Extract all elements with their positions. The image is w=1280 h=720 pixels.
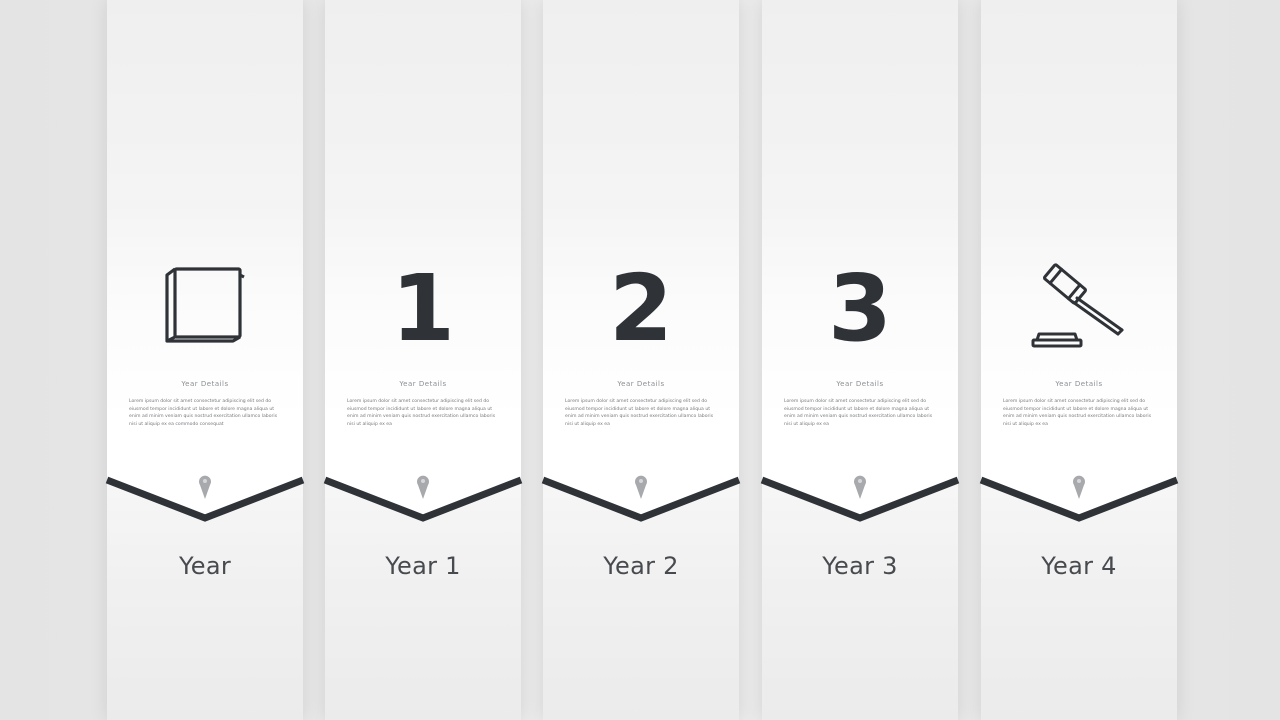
chevron-divider	[105, 476, 305, 522]
step-visual: 1	[325, 250, 521, 360]
year-label: Year 4	[1041, 552, 1117, 580]
column-upper-panel	[543, 0, 739, 522]
year-label: Year	[178, 552, 231, 580]
step-heading: Year Details	[836, 380, 884, 388]
pin-icon	[199, 475, 211, 499]
step-heading: Year Details	[399, 380, 447, 388]
chevron-divider	[760, 476, 960, 522]
pin-icon	[854, 475, 866, 499]
year-label: Year 2	[603, 552, 679, 580]
year-label: Year 1	[385, 552, 461, 580]
column-upper-panel	[981, 0, 1177, 522]
chevron-divider	[541, 476, 741, 522]
book-icon	[165, 267, 245, 343]
step-description: Lorem ipsum dolor sit amet consectetur a…	[347, 399, 496, 427]
pin-icon	[635, 475, 647, 499]
step-number: 2	[608, 255, 673, 362]
timeline-column: Year Details Lorem ipsum dolor sit amet …	[105, 0, 305, 720]
step-description: Lorem ipsum dolor sit amet consectetur a…	[565, 399, 714, 427]
timeline-column: 3 Year Details Lorem ipsum dolor sit ame…	[760, 0, 960, 720]
step-heading: Year Details	[181, 380, 229, 388]
timeline-column: 2 Year Details Lorem ipsum dolor sit ame…	[541, 0, 741, 720]
pin-icon	[1073, 475, 1085, 499]
timeline-column: Year Details Lorem ipsum dolor sit amet …	[979, 0, 1179, 720]
step-description: Lorem ipsum dolor sit amet consectetur a…	[1003, 399, 1152, 427]
column-upper-panel	[325, 0, 521, 522]
year-label: Year 3	[822, 552, 898, 580]
step-visual: 3	[762, 250, 958, 360]
gavel-icon	[1031, 263, 1124, 348]
step-heading: Year Details	[617, 380, 665, 388]
step-visual	[107, 250, 303, 360]
step-heading: Year Details	[1055, 380, 1103, 388]
step-visual	[981, 250, 1177, 360]
step-number: 1	[390, 255, 455, 362]
step-description: Lorem ipsum dolor sit amet consectetur a…	[129, 399, 278, 427]
column-upper-panel	[107, 0, 303, 522]
chevron-divider	[979, 476, 1179, 522]
timeline-column: 1 Year Details Lorem ipsum dolor sit ame…	[323, 0, 523, 720]
chevron-divider	[323, 476, 523, 522]
pin-icon	[417, 475, 429, 499]
step-number: 3	[827, 255, 892, 362]
column-upper-panel	[762, 0, 958, 522]
step-description: Lorem ipsum dolor sit amet consectetur a…	[784, 399, 933, 427]
step-visual: 2	[543, 250, 739, 360]
